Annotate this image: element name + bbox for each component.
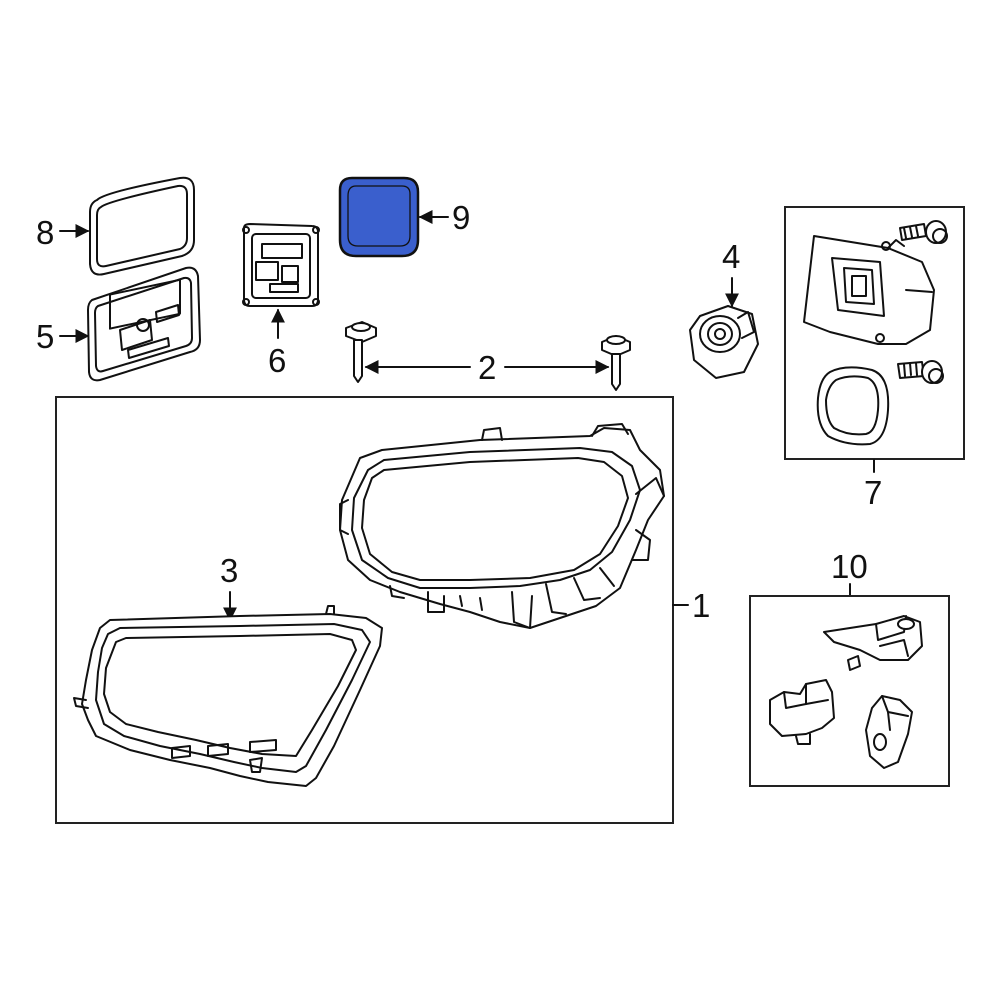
callout-8-label: 8 bbox=[36, 214, 54, 251]
callout-7-label: 7 bbox=[864, 474, 882, 511]
part-9-cover[interactable] bbox=[338, 176, 420, 258]
callout-2-label: 2 bbox=[478, 349, 496, 386]
part-3-lens-cover[interactable] bbox=[73, 605, 383, 787]
part-10-box bbox=[749, 595, 950, 787]
callout-3-label: 3 bbox=[220, 552, 238, 589]
part-7-lamp-module[interactable] bbox=[803, 235, 935, 345]
part-10-bracket-left[interactable] bbox=[769, 679, 835, 745]
part-7-seal-ring[interactable] bbox=[816, 366, 890, 446]
callout-6-label: 6 bbox=[268, 342, 286, 379]
part-6-ballast-module[interactable] bbox=[242, 223, 320, 307]
callout-4-label: 4 bbox=[722, 238, 740, 275]
part-1-box bbox=[55, 396, 674, 824]
part-10-bracket-top[interactable] bbox=[823, 615, 923, 671]
callout-9-label: 9 bbox=[452, 199, 470, 236]
part-5-control-module[interactable] bbox=[87, 266, 201, 382]
part-1-headlamp-housing[interactable] bbox=[339, 423, 665, 629]
part-8-gasket[interactable] bbox=[89, 176, 195, 276]
part-2-bolt-left[interactable] bbox=[345, 321, 377, 383]
part-7-box bbox=[784, 206, 965, 460]
callout-10-label: 10 bbox=[831, 548, 868, 585]
callout-5-label: 5 bbox=[36, 318, 54, 355]
callout-1-label: 1 bbox=[692, 587, 710, 624]
part-7-screw-bottom[interactable] bbox=[897, 360, 944, 384]
part-10-bracket-right[interactable] bbox=[865, 695, 913, 769]
part-7-screw-top[interactable] bbox=[899, 220, 948, 244]
part-4-actuator[interactable] bbox=[689, 305, 759, 379]
part-2-bolt-right[interactable] bbox=[601, 335, 631, 391]
